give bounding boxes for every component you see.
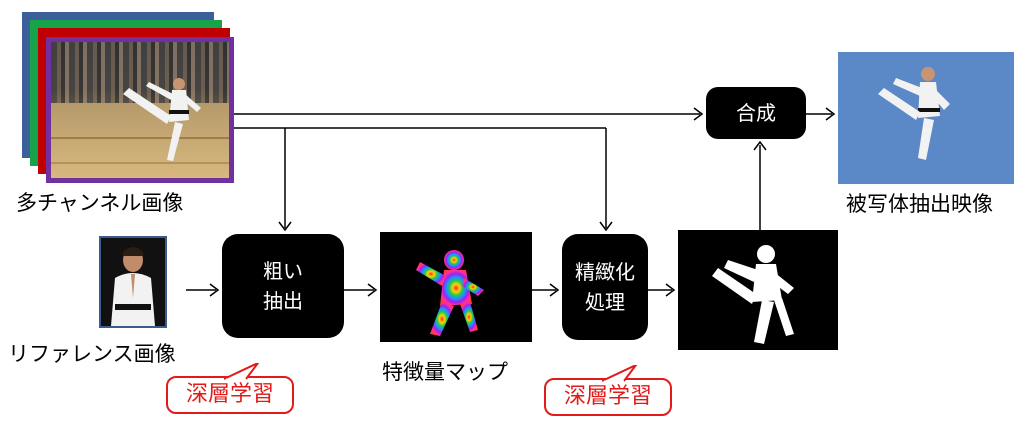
silhouette-mask-icon: [712, 245, 794, 344]
callout-tail-icon: [224, 363, 259, 382]
composite-label: 合成: [736, 101, 776, 125]
refine-line2: 処理: [585, 290, 625, 314]
output-label: 被写体抽出映像: [846, 192, 993, 216]
feature-map-label: 特徴量マップ: [382, 360, 508, 384]
deep-learning-badge-1: 深層学習: [166, 363, 294, 414]
extracted-figure-icon: [878, 67, 950, 160]
coarse-line1: 粗い: [263, 259, 303, 283]
callout-tail-icon: [602, 365, 637, 384]
refine-line1: 精緻化: [575, 260, 635, 284]
deep-learning-text-1: 深層学習: [185, 382, 274, 407]
reference-label: リファレンス画像: [8, 342, 176, 366]
multichannel-label: 多チャンネル画像: [16, 191, 184, 215]
coarse-line2: 抽出: [263, 289, 303, 313]
person-portrait-icon: [111, 247, 155, 326]
feature-map-panel: [380, 232, 532, 342]
output-panel: [838, 52, 1014, 184]
mask-panel: [678, 230, 838, 350]
coarse-extraction-block: 粗い 抽出: [222, 234, 344, 338]
composite-block: 合成: [706, 87, 806, 139]
reference-photo: [99, 236, 167, 328]
refinement-block: 精緻化 処理: [562, 234, 648, 340]
feature-map-heat-icon: [416, 250, 484, 336]
input-photo: [46, 37, 234, 183]
deep-learning-text-2: 深層学習: [563, 384, 652, 409]
deep-learning-badge-2: 深層学習: [544, 365, 672, 416]
karate-figure-icon: [123, 78, 201, 161]
